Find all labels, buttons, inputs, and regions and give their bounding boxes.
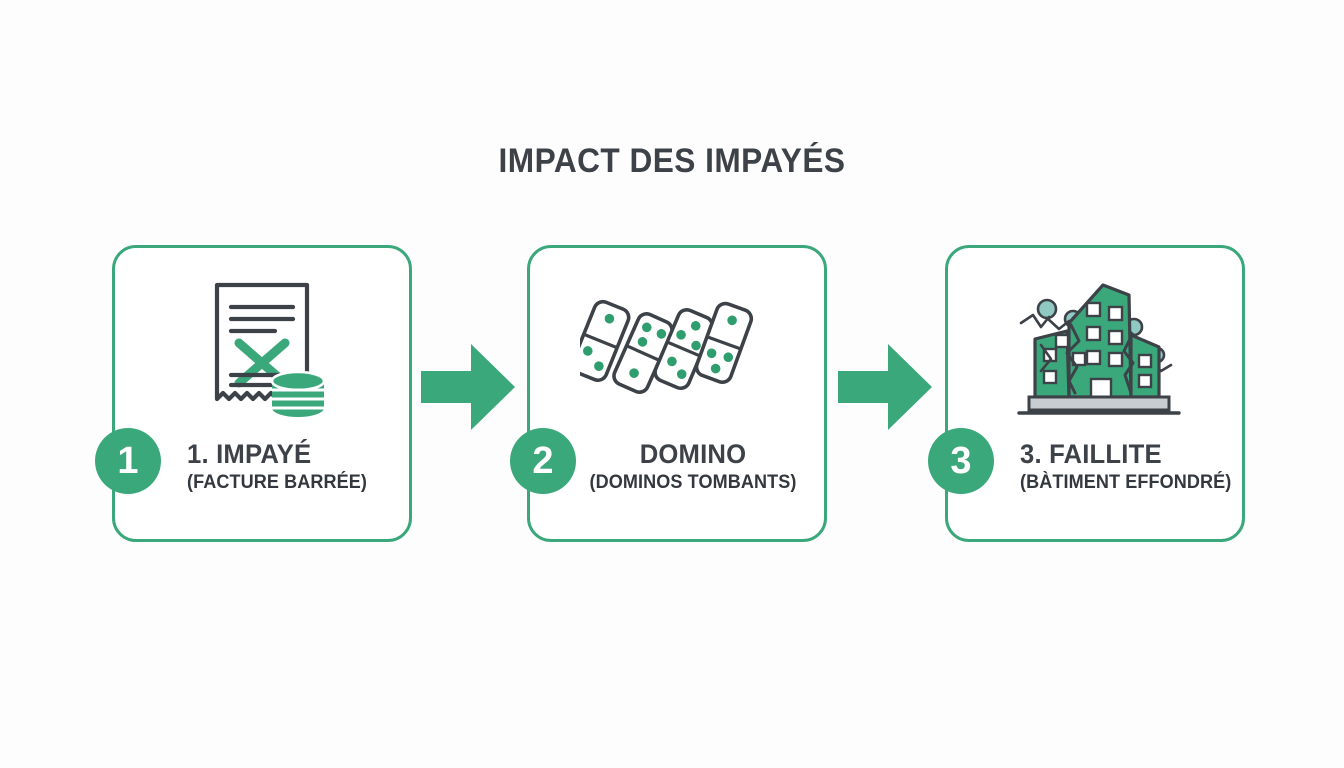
arrow-step2-to-step3-icon <box>836 338 934 436</box>
step-title: 1. IMPAYÉ <box>187 439 312 469</box>
step-badge-3: 3 <box>928 428 994 494</box>
collapsed-building-icon <box>948 270 1248 430</box>
step-subtitle: (FACTURE BARRÉE) <box>187 472 368 494</box>
step-badge-1: 1 <box>95 428 161 494</box>
step-badge-number: 2 <box>532 440 554 482</box>
step-badge-number: 1 <box>117 440 139 482</box>
page-title: IMPACT DES IMPAYÉS <box>498 142 846 180</box>
arrow-step1-to-step2-icon <box>419 338 517 436</box>
step-subtitle: (BÀTIMENT EFFONDRÉ) <box>1020 472 1232 494</box>
step-label-domino: DOMINO (DOMINOS TOMBANTS) <box>530 439 830 494</box>
step-title: 3. FAILLITE <box>1020 439 1162 469</box>
invoice-crossed-out-with-coins-icon <box>115 270 415 430</box>
step-label-faillite: 3. FAILLITE (BÀTIMENT EFFONDRÉ) <box>948 439 1248 494</box>
step-subtitle: (DOMINOS TOMBANTS) <box>589 472 797 494</box>
step-card-faillite[interactable]: 3. FAILLITE (BÀTIMENT EFFONDRÉ) <box>945 245 1245 542</box>
step-badge-2: 2 <box>510 428 576 494</box>
step-title: DOMINO <box>639 439 747 469</box>
step-badge-number: 3 <box>950 440 972 482</box>
falling-dominoes-icon <box>530 270 830 430</box>
step-card-impaye[interactable]: 1. IMPAYÉ (FACTURE BARRÉE) <box>112 245 412 542</box>
step-card-domino[interactable]: DOMINO (DOMINOS TOMBANTS) <box>527 245 827 542</box>
step-label-impaye: 1. IMPAYÉ (FACTURE BARRÉE) <box>115 439 415 494</box>
